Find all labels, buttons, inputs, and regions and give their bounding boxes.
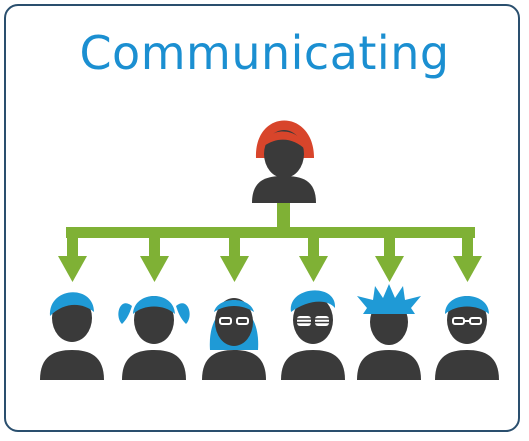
arrow-4 [299, 232, 328, 282]
connector-arrows [58, 200, 482, 282]
bus-line [66, 227, 475, 238]
arrow-5 [375, 232, 404, 282]
arrow-6 [453, 232, 482, 282]
spiky-hair-icon [357, 284, 421, 380]
girl-pigtails-icon [118, 296, 190, 380]
trunk-line [277, 200, 290, 234]
arrow-3 [220, 232, 249, 282]
arrow-2 [140, 232, 169, 282]
arrow-1 [58, 232, 87, 282]
man-glasses-icon [435, 296, 499, 380]
boy-short-hair-icon [40, 292, 104, 380]
diagram-title: Communicating [79, 26, 450, 80]
woman-glasses-icon [202, 298, 266, 380]
man-shutter-glasses-icon [281, 290, 345, 380]
woman-red-hair-icon [252, 120, 316, 203]
